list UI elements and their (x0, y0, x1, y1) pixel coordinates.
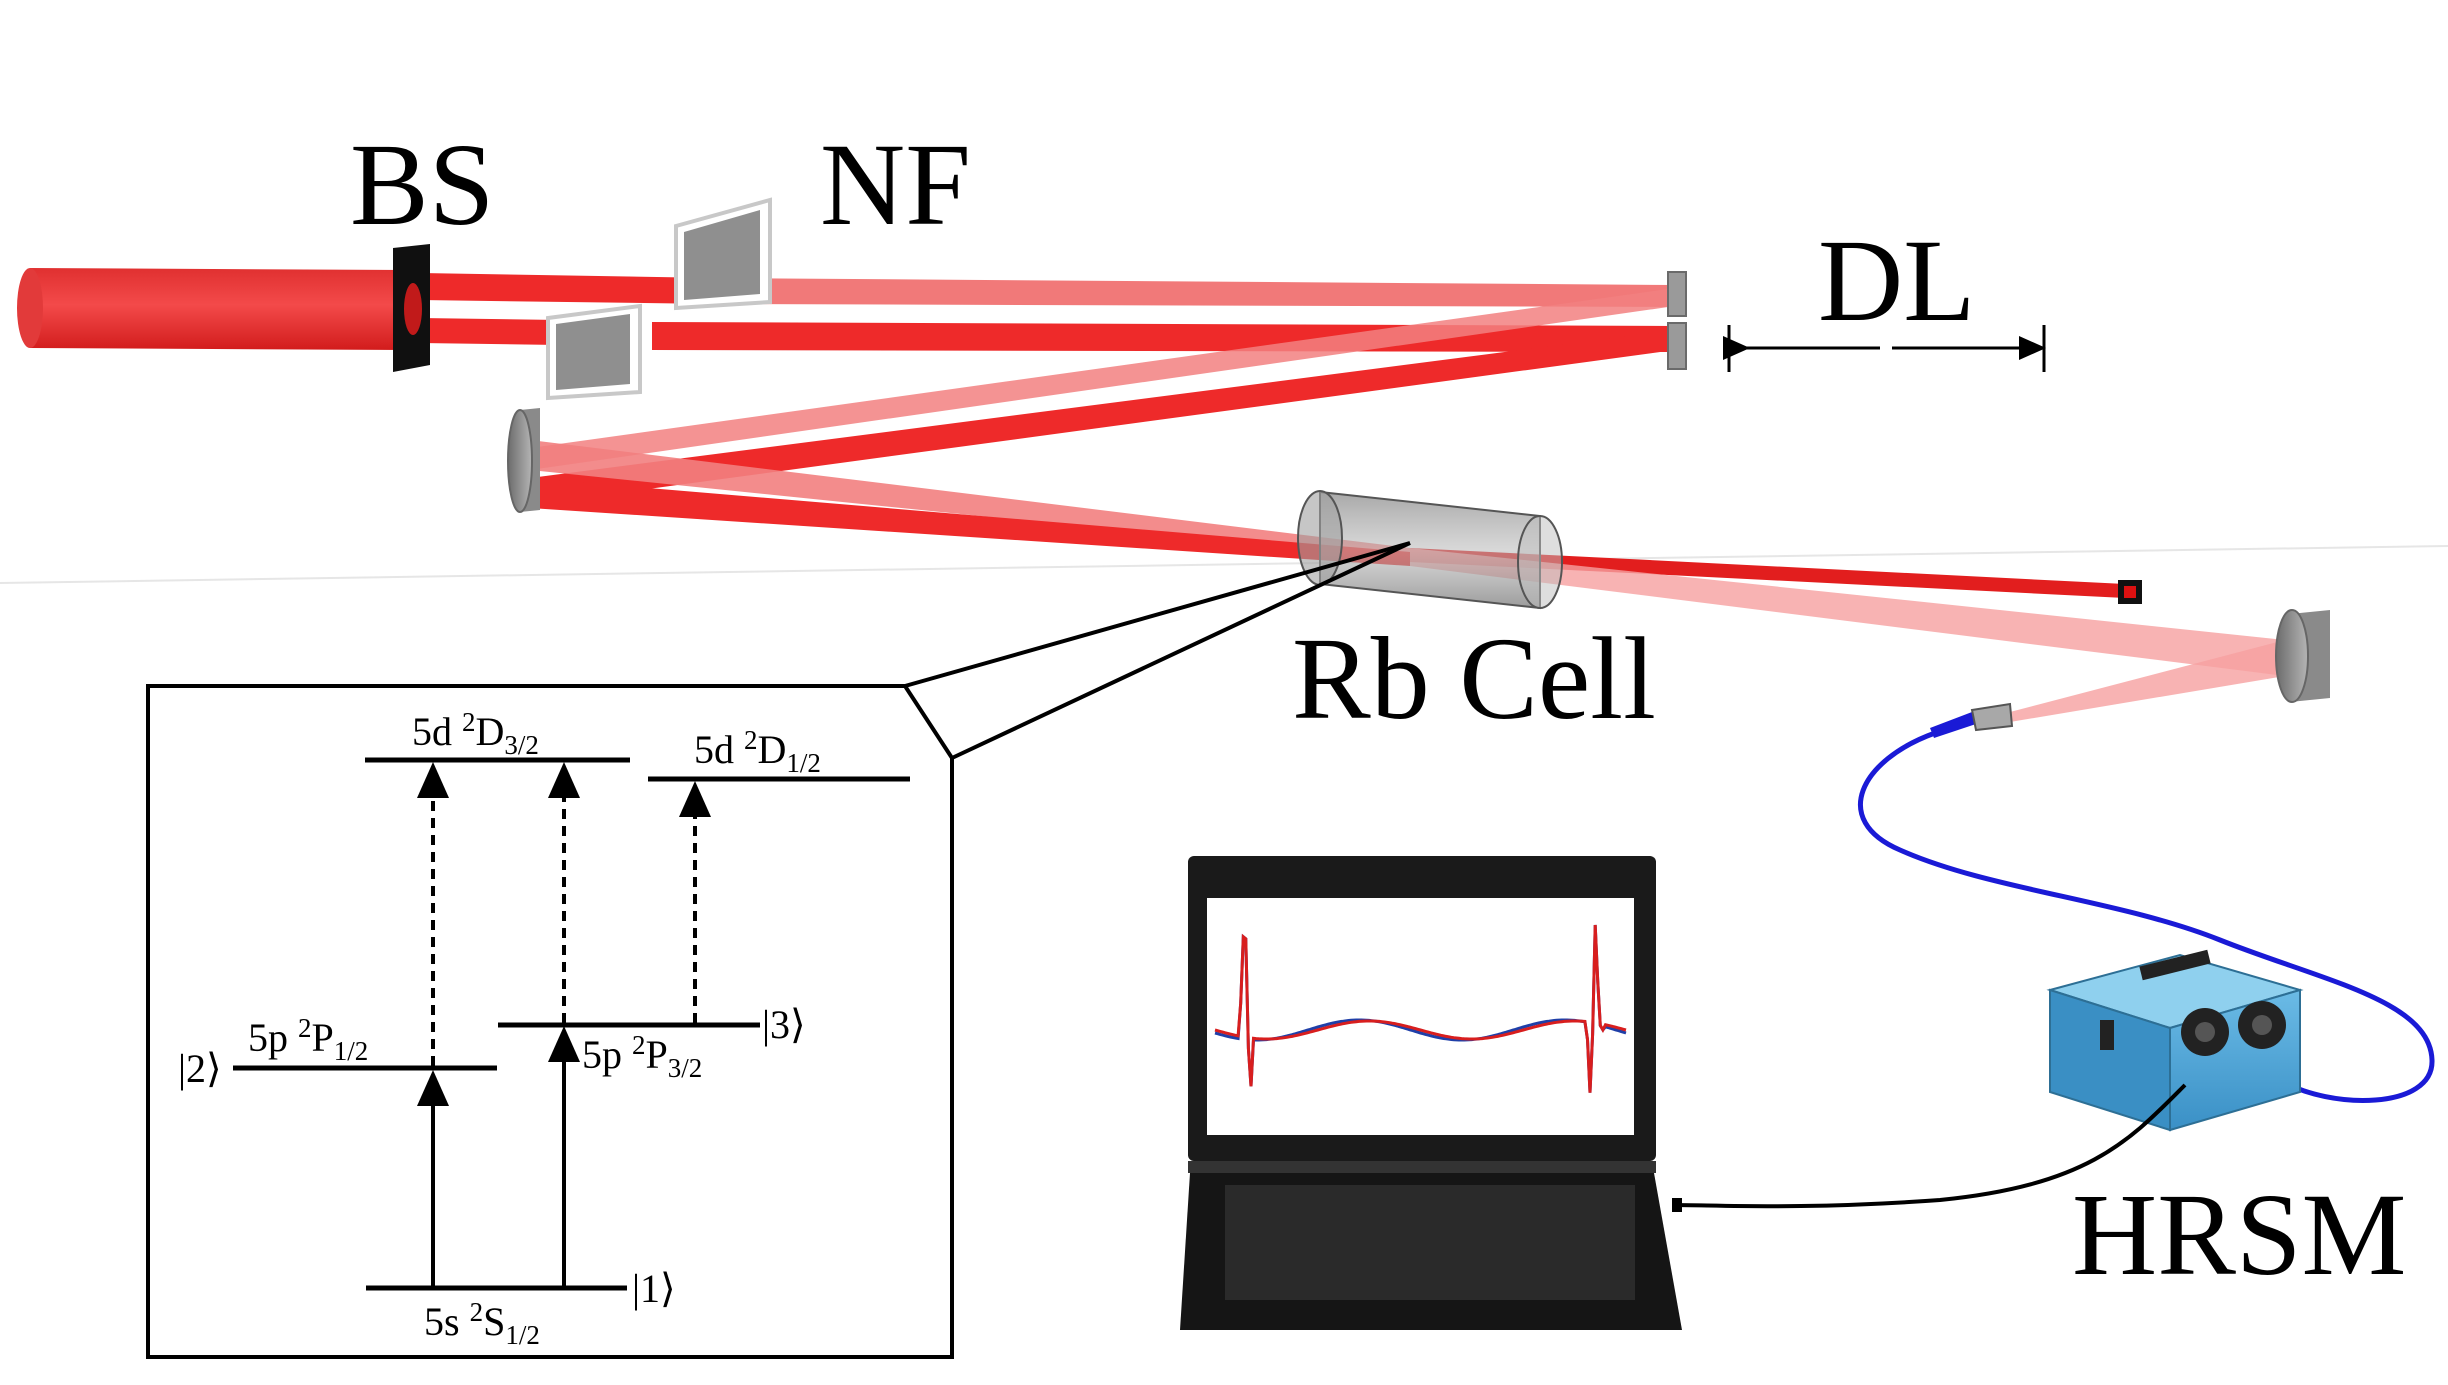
notch-filter-lower (546, 303, 642, 401)
beam-splitter (393, 244, 430, 372)
ket-2: |2⟩ (178, 1046, 222, 1091)
optical-fiber (1857, 730, 2435, 1103)
label-notch-filter: NF (820, 119, 971, 250)
rb-cell (1297, 490, 1563, 610)
laptop (1180, 856, 1682, 1330)
horizon-line (0, 545, 2448, 584)
spectrum-plot (1214, 924, 1627, 1093)
beam-dump-spot (2124, 586, 2136, 598)
label-delay-line: DL (1818, 215, 1975, 346)
laptop-screen (1207, 898, 1634, 1135)
ket-3: |3⟩ (762, 1002, 806, 1047)
delay-line-arrow (1723, 325, 2046, 372)
turning-mirror-left (507, 408, 540, 513)
zoom-lines (904, 541, 1411, 760)
ket-1: |1⟩ (632, 1266, 676, 1311)
spectrum-curve-red (1214, 924, 1627, 1093)
notch-filter-upper (674, 197, 772, 311)
input-beam-end (17, 268, 43, 348)
label-beam-splitter: BS (350, 119, 494, 250)
spectrometer (2046, 949, 2304, 1132)
input-beam (30, 268, 405, 350)
laser-beams (17, 268, 2285, 722)
label-rb-cell: Rb Cell (1292, 613, 1656, 744)
label-spectrometer: HRSM (2072, 1169, 2406, 1300)
turning-mirror-right (2275, 609, 2330, 703)
data-cable (1671, 1083, 2187, 1209)
fiber-coupler (1930, 702, 2014, 738)
delay-line-mirrors (1667, 271, 1687, 370)
